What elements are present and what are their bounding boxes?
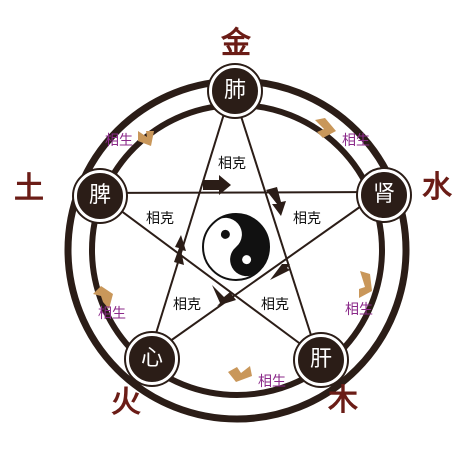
sheng-arrow-earth-metal <box>138 131 154 146</box>
organ-node-heart: 心 <box>126 333 178 385</box>
arrow-kidney-to-heart <box>270 256 296 280</box>
generating-label-metal-water: 相生 <box>342 133 370 149</box>
arrow-spleen-to-kidney <box>203 175 231 195</box>
arrow-liver-to-spleen <box>212 285 236 306</box>
element-water: 水 <box>422 170 452 205</box>
arrow-lung-to-liver <box>266 187 286 216</box>
controlling-arrows <box>174 175 296 306</box>
organ-node-lung: 肺 <box>209 65 261 117</box>
line-liver-spleen <box>96 192 319 358</box>
organ-node-spleen: 脾 <box>74 170 126 222</box>
generating-label-earth-metal: 相生 <box>105 133 133 149</box>
organ-label-kidney: 肾 <box>372 182 395 207</box>
arrow-heart-to-lung <box>174 235 186 265</box>
organ-node-liver: 肝 <box>295 334 347 386</box>
element-wood: 木 <box>328 383 358 418</box>
sheng-arrow-water-wood <box>359 271 372 298</box>
element-metal: 金 <box>221 26 251 61</box>
organ-label-heart: 心 <box>140 346 163 371</box>
generating-arrows <box>93 118 372 382</box>
element-fire: 火 <box>111 385 141 420</box>
organ-label-lung: 肺 <box>223 78 246 103</box>
controlling-label-lower-left: 相克 <box>173 297 201 313</box>
controlling-label-left: 相克 <box>146 211 174 227</box>
controlling-cycle-lines <box>96 87 382 358</box>
sheng-arrow-wood-fire <box>228 366 252 382</box>
sheng-arrow-metal-water <box>315 118 336 138</box>
controlling-label-right: 相克 <box>293 211 321 227</box>
line-spleen-kidney <box>96 191 382 194</box>
yin-yang-icon <box>202 213 270 281</box>
sheng-arrow-fire-earth <box>93 286 113 309</box>
organ-label-liver: 肝 <box>309 347 332 372</box>
controlling-label-top: 相克 <box>218 156 246 172</box>
line-heart-lung <box>148 87 233 357</box>
generating-label-wood-fire: 相生 <box>258 374 286 390</box>
line-kidney-heart <box>148 191 382 357</box>
generating-label-fire-earth: 相生 <box>98 306 126 322</box>
element-earth: 土 <box>14 171 44 206</box>
generating-label-water-wood: 相生 <box>345 302 373 318</box>
line-lung-liver <box>231 87 319 358</box>
organ-label-spleen: 脾 <box>88 183 111 208</box>
organ-node-kidney: 肾 <box>358 169 410 221</box>
controlling-label-lower-right: 相克 <box>261 297 289 313</box>
